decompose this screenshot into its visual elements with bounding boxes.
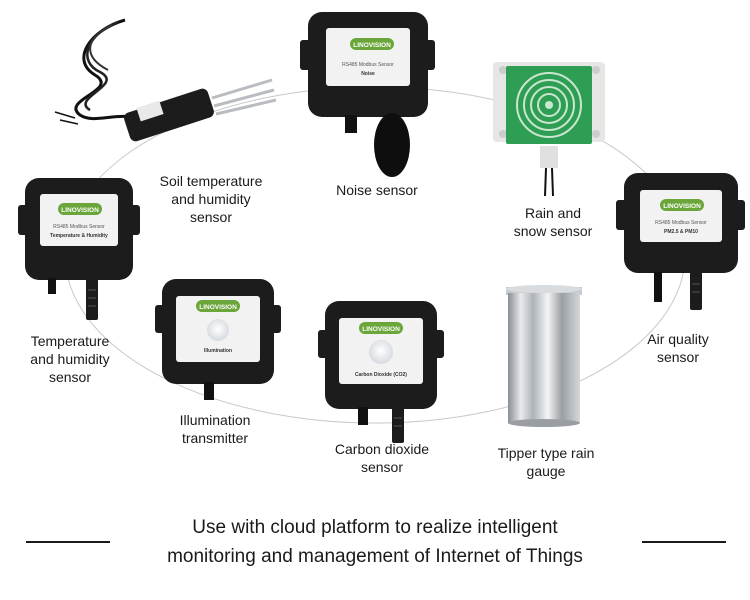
th-device-model: RS485 Modbus Sensor	[53, 224, 105, 230]
rain-snow-label-line-1: Rain and	[524, 205, 582, 221]
illum-label-line-2: transmitter	[181, 430, 249, 446]
temp-humidity-sensor-label: Temperature and humidity sensor	[12, 332, 128, 386]
footer-line-2: monitoring and management of Internet of…	[167, 546, 583, 567]
gauge-label-line-1: Tipper type rain	[497, 445, 595, 461]
soil-label-line-2: and humidity	[171, 191, 251, 207]
noise-label-line-1: Noise sensor	[336, 182, 418, 198]
illum-device-type: Illumination	[204, 348, 232, 354]
noise-brand-logo: LINOVISION	[353, 42, 391, 49]
noise-sensor-image: LINOVISION RS485 Modbus Sensor Noise	[300, 12, 435, 177]
co2-device-type: Carbon Dioxide (CO2)	[355, 372, 407, 378]
footer-rule-right	[642, 541, 726, 543]
gauge-label-line-2: gauge	[526, 463, 566, 479]
noise-device-type: Noise	[361, 71, 375, 77]
air-quality-sensor-image: LINOVISION RS485 Modbus Sensor PM2.5 & P…	[616, 173, 745, 310]
co2-label-line-1: Carbon dioxide	[334, 441, 430, 457]
footer-line-1: Use with cloud platform to realize intel…	[192, 517, 558, 538]
th-label-line-3: sensor	[48, 369, 92, 385]
illumination-sensor-image: LINOVISION Illumination	[155, 279, 281, 400]
illumination-sensor-label: Illumination transmitter	[160, 411, 270, 447]
aq-device-type: PM2.5 & PM10	[664, 229, 698, 235]
th-brand-logo: LINOVISION	[61, 207, 99, 214]
soil-label-line-1: Soil temperature	[159, 173, 263, 189]
soil-sensor-label: Soil temperature and humidity sensor	[150, 172, 272, 226]
temp-humidity-sensor-image: LINOVISION RS485 Modbus Sensor Temperatu…	[18, 178, 140, 320]
aq-label-line-1: Air quality	[647, 331, 709, 347]
rain-gauge-image	[506, 285, 582, 427]
noise-device-model: RS485 Modbus Sensor	[342, 62, 394, 68]
rain-gauge-label: Tipper type rain gauge	[478, 444, 614, 480]
rain-snow-label-line-2: snow sensor	[513, 223, 593, 239]
th-label-line-2: and humidity	[30, 351, 110, 367]
soil-sensor-image	[54, 18, 277, 142]
co2-sensor-label: Carbon dioxide sensor	[322, 440, 442, 476]
co2-sensor-image: LINOVISION Carbon Dioxide (CO2)	[318, 301, 444, 443]
co2-brand-logo: LINOVISION	[362, 326, 400, 333]
footer-rule-left	[26, 541, 110, 543]
rain-snow-sensor-image	[493, 62, 605, 197]
illum-label-line-1: Illumination	[179, 412, 251, 428]
aq-brand-logo: LINOVISION	[663, 203, 701, 210]
air-quality-sensor-label: Air quality sensor	[628, 330, 728, 366]
rain-snow-sensor-label: Rain and snow sensor	[498, 204, 608, 240]
noise-sensor-label: Noise sensor	[322, 181, 432, 199]
soil-label-line-3: sensor	[189, 209, 233, 225]
footer-caption: Use with cloud platform to realize intel…	[110, 513, 640, 571]
illum-brand-logo: LINOVISION	[199, 304, 237, 311]
th-device-type: Temperature & Humidity	[50, 233, 108, 239]
co2-label-line-2: sensor	[360, 459, 404, 475]
aq-label-line-2: sensor	[656, 349, 700, 365]
aq-device-model: RS485 Modbus Sensor	[655, 220, 707, 226]
th-label-line-1: Temperature	[30, 333, 110, 349]
